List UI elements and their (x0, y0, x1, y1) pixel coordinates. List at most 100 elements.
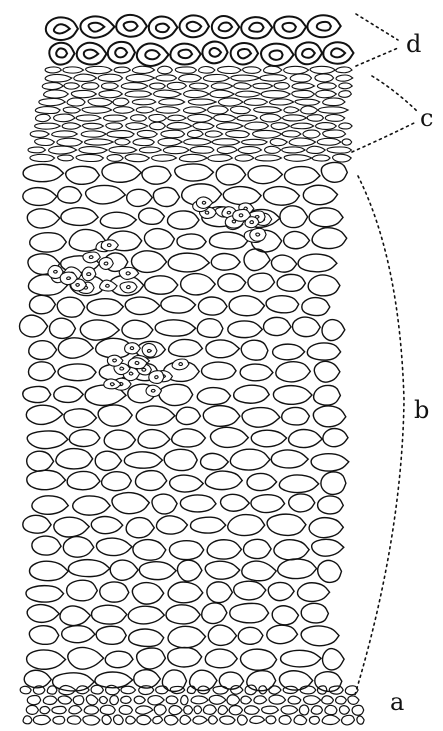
parenchyma-cell (49, 318, 75, 338)
cortex-cell (44, 90, 69, 98)
cortex-cell (121, 83, 148, 90)
parenchyma-cell (159, 384, 193, 405)
parenchyma-cell (308, 275, 340, 296)
parenchyma-cell (221, 494, 250, 511)
cortex-cell (210, 90, 234, 98)
cortex-cell (253, 130, 282, 138)
bottom-cell (86, 695, 98, 705)
cortex-cell (254, 107, 282, 113)
cortex-cell (212, 139, 239, 145)
parenchyma-cell (309, 208, 343, 227)
parenchyma-cell (266, 296, 299, 313)
bottom-cell (169, 705, 182, 714)
cluster-cell-lumen (67, 277, 71, 280)
parenchyma-cell (110, 560, 138, 580)
cortex-cell (175, 67, 196, 73)
cortex-cell (318, 107, 348, 113)
parenchyma-cell (60, 606, 90, 626)
parenchyma-cell (23, 515, 51, 533)
epidermis-cell-lumen (302, 49, 315, 58)
cortex-cell (62, 123, 81, 129)
bottom-cell (213, 686, 228, 694)
cluster-cell-lumen (232, 220, 235, 223)
cortex-cell (82, 107, 112, 114)
parenchyma-cell (228, 321, 263, 338)
parenchyma-cell (242, 408, 280, 428)
parenchyma-cell (23, 164, 63, 181)
parenchyma-cell (152, 494, 177, 514)
parenchyma-cell (197, 388, 230, 405)
cortex-cell (289, 138, 315, 146)
bottom-cell (137, 715, 151, 724)
cortex-cell (236, 91, 261, 97)
parenchyma-cell (243, 539, 271, 558)
parenchyma-cell (190, 670, 217, 690)
parenchyma-cell (209, 232, 247, 249)
parenchyma-cell (201, 453, 229, 470)
cortex-cell (260, 75, 287, 82)
parenchyma-cell (32, 536, 61, 555)
parenchyma-cell (29, 561, 68, 581)
bottom-cell (322, 696, 334, 704)
cortex-cell (301, 106, 318, 114)
cortex-cell (208, 106, 229, 114)
cortex-cell (167, 122, 192, 129)
cluster-cell-lumen (113, 359, 117, 362)
bottom-cell (83, 716, 100, 726)
cortex-cell (188, 99, 216, 105)
parenchyma-cell (322, 649, 344, 670)
bottom-cell (269, 695, 286, 704)
cortex-cell (193, 122, 214, 129)
bottom-cell (100, 696, 108, 703)
parenchyma-cell (289, 494, 315, 512)
parenchyma-cell (131, 251, 166, 273)
cortex-cell (265, 146, 281, 153)
cortex-cell (245, 122, 269, 130)
parenchyma-cell (168, 582, 203, 603)
bottom-cell (227, 695, 240, 705)
parenchyma-cell (127, 189, 153, 206)
parenchyma-cell (29, 626, 58, 645)
parenchyma-cell (211, 253, 240, 270)
parenchyma-cell (268, 582, 294, 600)
parenchyma-cell (234, 581, 266, 600)
parenchyma-cell (201, 362, 236, 379)
bottom-cell (102, 715, 111, 724)
cortex-cell (284, 66, 309, 74)
cortex-cell (30, 131, 49, 138)
bottom-cell (52, 706, 66, 713)
cortex-cell (284, 107, 299, 113)
cortex-cell (106, 123, 123, 129)
cluster-cell-lumen (76, 284, 80, 287)
cortex-cell (282, 131, 301, 137)
bottom-cell (281, 706, 298, 715)
cortex-cell (316, 123, 337, 130)
epidermis-cell-lumen (269, 50, 282, 59)
parenchyma-cell (144, 229, 174, 249)
cortex-cell (58, 155, 74, 161)
cortex-cell (168, 115, 186, 121)
parenchyma-cell (91, 605, 126, 624)
parenchyma-cell (86, 185, 126, 204)
bottom-cell (67, 716, 81, 724)
bottom-cell (43, 696, 57, 704)
cortex-cell (284, 155, 312, 162)
cluster-cell-lumen (135, 361, 139, 364)
parenchyma-cell (80, 320, 119, 340)
cortex-cell (316, 90, 337, 98)
cortex-cell (270, 138, 287, 145)
epidermis-cell-lumen (178, 50, 192, 59)
parenchyma-cell (28, 362, 55, 381)
parenchyma-cell (205, 471, 242, 490)
parenchyma-cell (153, 187, 179, 206)
cortex-cell (187, 130, 203, 137)
cortex-cell (208, 155, 233, 162)
bottom-cell (322, 715, 340, 724)
cortex-cell (63, 67, 84, 73)
epidermis-cell-lumen (210, 48, 222, 57)
cortex-cell (290, 74, 311, 82)
parenchyma-cell (205, 561, 239, 579)
cortex-cell (303, 130, 320, 138)
parenchyma-cell (27, 605, 59, 623)
parenchyma-cell (271, 255, 296, 272)
